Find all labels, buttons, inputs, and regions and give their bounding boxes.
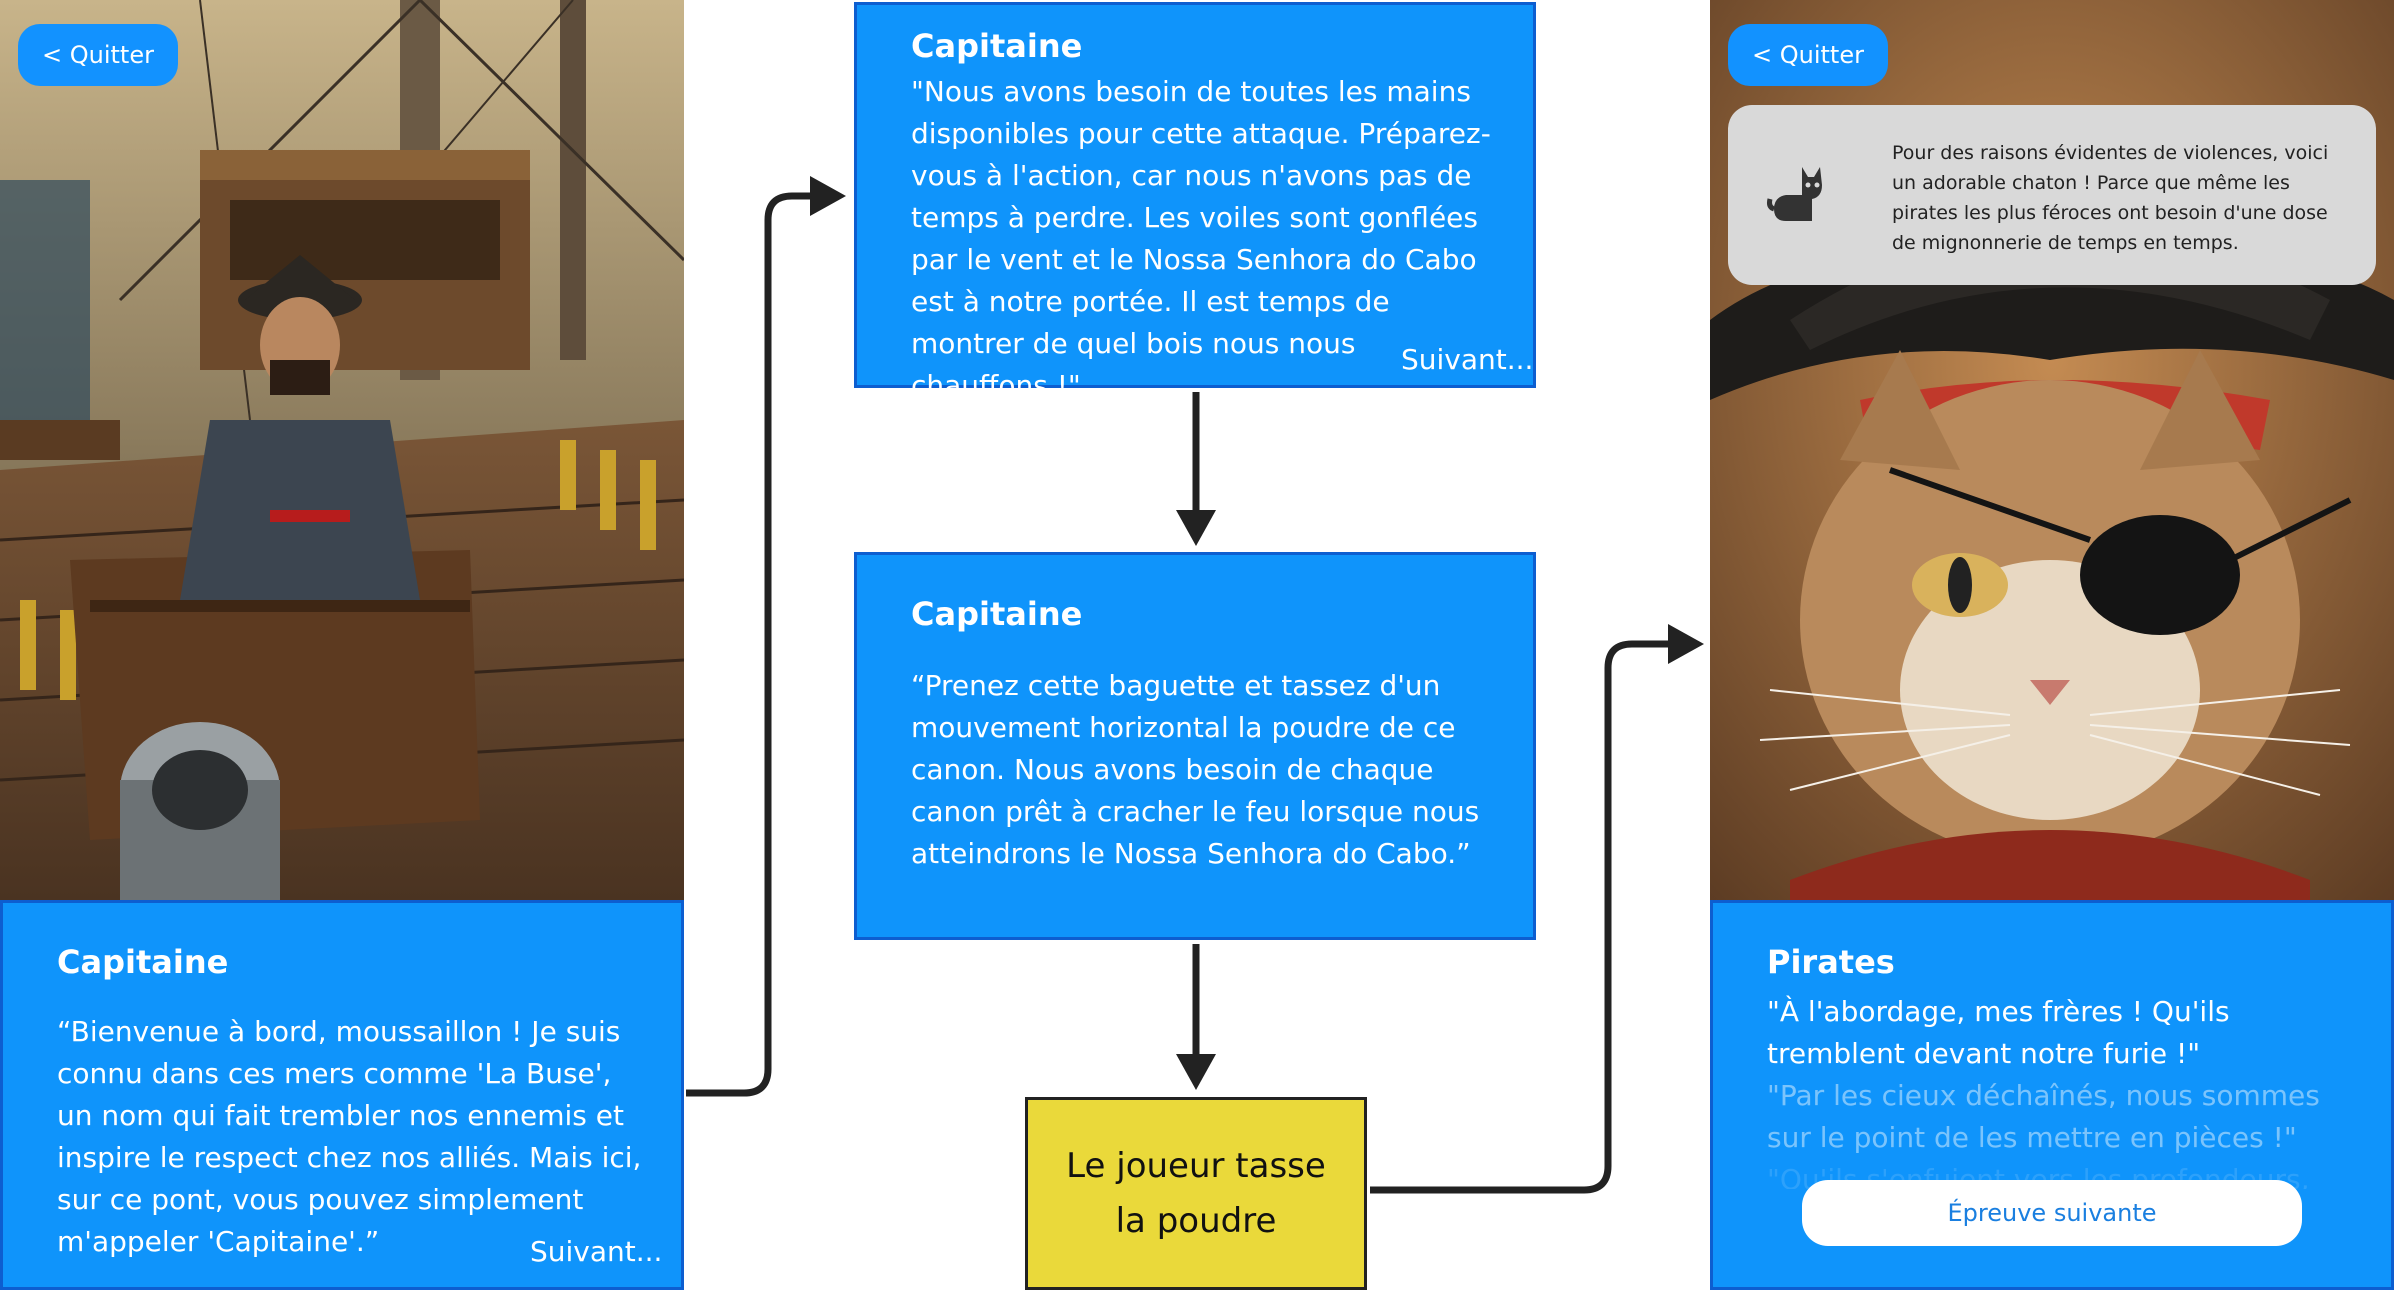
- speaker-name: Pirates: [1767, 943, 1895, 981]
- dialog-box-preparation: Capitaine "Nous avons besoin de toutes l…: [854, 2, 1536, 402]
- cat-icon: [1767, 167, 1822, 221]
- speaker-name: Capitaine: [911, 595, 1083, 633]
- player-action-box: Le joueur tasse la poudre: [1025, 1097, 1367, 1290]
- content-notice: Pour des raisons évidentes de violences,…: [1728, 105, 2376, 285]
- next-trial-button[interactable]: Épreuve suivante: [1802, 1180, 2302, 1246]
- dialog-panel: Capitaine “Bienvenue à bord, moussaillon…: [0, 900, 684, 1290]
- dialog-line-2: "Par les cieux déchaînés, nous sommes su…: [1767, 1079, 2320, 1154]
- action-line-2: la poudre: [1115, 1200, 1277, 1241]
- action-line-1: Le joueur tasse: [1066, 1145, 1326, 1186]
- dialog-line-1: "À l'abordage, mes frères ! Qu'ils tremb…: [1767, 995, 2230, 1070]
- dialog-text: "Nous avons besoin de toutes les mains d…: [911, 75, 1491, 402]
- next-button[interactable]: Suivant...: [1401, 343, 1534, 376]
- speaker-name: Capitaine: [57, 943, 229, 981]
- next-button[interactable]: Suivant...: [530, 1235, 663, 1268]
- arrow-box2-to-action: [1176, 944, 1216, 1090]
- speaker-name: Capitaine: [911, 27, 1083, 65]
- right-phone-screen: < Quitter Pour des raisons évidentes de …: [1710, 0, 2394, 1290]
- quit-button[interactable]: < Quitter: [18, 24, 178, 86]
- pirate-ship-deck-scene: [0, 0, 684, 900]
- arrow-box1-to-box2: [1176, 392, 1216, 546]
- dialog-text: “Bienvenue à bord, moussaillon ! Je suis…: [57, 1015, 642, 1258]
- left-phone-screen: < Quitter Capitaine “Bienvenue à bord, m…: [0, 0, 684, 1290]
- dialog-text: “Prenez cette baguette et tassez d'un mo…: [911, 669, 1480, 870]
- quit-button[interactable]: < Quitter: [1728, 24, 1888, 86]
- dialog-box-instructions: Capitaine “Prenez cette baguette et tass…: [854, 552, 1536, 940]
- arrow-left-to-box1: [686, 176, 846, 1097]
- notice-text: Pour des raisons évidentes de violences,…: [1892, 142, 2329, 254]
